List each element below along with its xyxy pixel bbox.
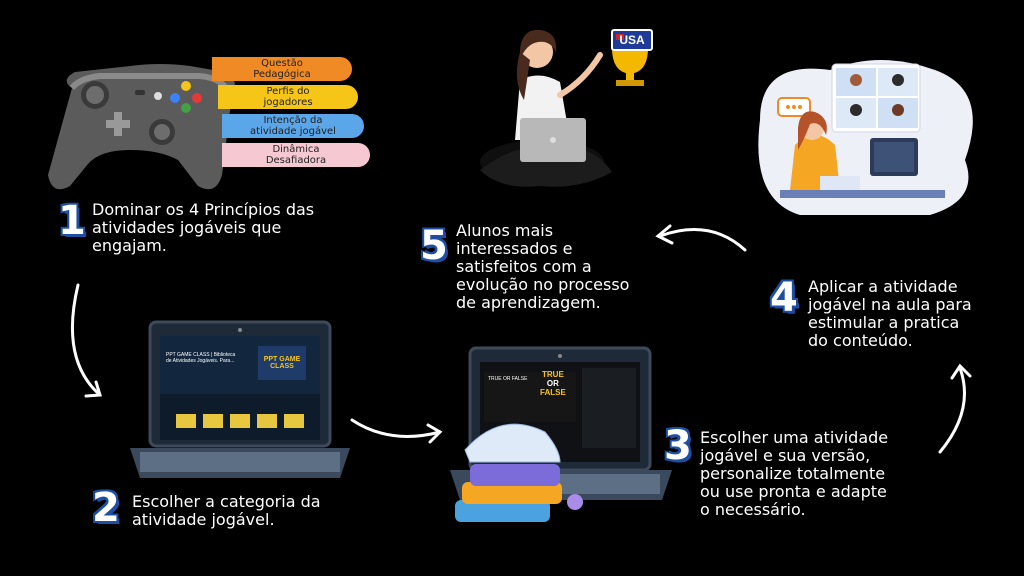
- step-3-line3: personalize totalmente: [700, 464, 886, 483]
- principle-line1: Perfis do: [266, 86, 310, 97]
- banner-true: TRUE: [542, 370, 564, 379]
- laptop1-title-line1: PPT GAME CLASS | Biblioteca: [166, 352, 236, 358]
- principle-tag-intention: Intenção da atividade jogável: [222, 114, 364, 138]
- step-3-line2: jogável e sua versão,: [700, 446, 871, 465]
- principle-tag-players: Perfis do jogadores: [218, 85, 358, 109]
- step-4-line2: jogável na aula para: [808, 295, 972, 314]
- step-5-line5: de aprendizagem.: [456, 293, 601, 312]
- step-3-line4: ou use pronta e adapte: [700, 482, 887, 501]
- principle-line1: Questão: [261, 58, 303, 69]
- step-1-text: Dominar os 4 Princípios das atividades j…: [92, 201, 314, 255]
- step-1-line1: Dominar os 4 Princípios das: [92, 200, 315, 219]
- online-class-illustration: [758, 60, 973, 215]
- flow-arrows: [70, 224, 972, 454]
- banner-or: OR: [546, 379, 559, 388]
- laptop1-banner: PPT GAME CLASS: [263, 356, 301, 370]
- laptop1-title-line2: de Atividades Jogáveis. Para...: [166, 358, 235, 364]
- step-5-number: 5: [420, 223, 448, 269]
- books-stack-icon: [455, 423, 583, 522]
- principle-line2: Desafiadora: [265, 155, 327, 166]
- principle-line2: Pedagógica: [253, 69, 311, 80]
- banner-false: FALSE: [540, 388, 566, 397]
- principle-line1: Dinâmica: [272, 144, 320, 155]
- step-3-line1: Escolher uma atividade: [700, 428, 889, 447]
- principle-line2: jogadores: [263, 97, 313, 108]
- step-4-line3: estimular a pratica: [808, 313, 960, 332]
- step-4-line4: do conteúdo.: [808, 331, 913, 350]
- arrow-4-to-5-head: [655, 224, 674, 245]
- step-4-number: 4: [770, 275, 798, 321]
- step-5-text: Alunos mais interessados e satisfeitos c…: [456, 222, 629, 312]
- step-1-number: 1: [58, 198, 86, 244]
- game-controller-icon: [48, 64, 235, 190]
- step-1-line3: engajam.: [92, 236, 167, 255]
- step-1-line2: atividades jogáveis que: [92, 218, 282, 237]
- laptop1-title: PPT GAME CLASS | Biblioteca de Atividade…: [166, 352, 235, 364]
- arrow-1-to-2-head: [84, 380, 102, 398]
- arrow-4-to-5: [658, 228, 747, 252]
- arrow-1-to-2: [70, 283, 102, 397]
- principle-tag-pedagogical: Questão Pedagógica: [212, 57, 352, 81]
- step-5-line1: Alunos mais: [456, 221, 554, 240]
- step-5-line2: interessados e: [456, 239, 573, 258]
- trophy-label: USA: [619, 33, 645, 47]
- student-with-trophy-illustration: [480, 29, 653, 187]
- step-5-line3: satisfeitos com a: [456, 257, 592, 276]
- step-4-line1: Aplicar a atividade: [808, 277, 958, 296]
- step-3-text: Escolher uma atividade jogável e sua ver…: [700, 429, 888, 519]
- principle-tag-challenge: Dinâmica Desafiadora: [222, 143, 370, 167]
- step-5-line4: evolução no processo: [456, 275, 630, 294]
- principle-line1: Intenção da: [263, 115, 323, 126]
- step-2-text: Escolher a categoria da atividade jogáve…: [132, 493, 321, 529]
- step-3-line5: o necessário.: [700, 500, 806, 519]
- laptop2-banner: TRUE OR FALSE: [540, 370, 566, 397]
- laptop-library-screenshot: [130, 320, 350, 478]
- arrow-3-to-4: [938, 366, 966, 454]
- step-3-number: 3: [664, 423, 692, 469]
- arrow-2-to-3: [350, 418, 442, 438]
- arrow-3-to-4-head: [950, 363, 972, 380]
- step-2-line2: atividade jogável.: [132, 510, 275, 529]
- laptop-game-screenshot: [450, 346, 672, 522]
- step-2-number: 2: [92, 485, 120, 531]
- principle-line2: atividade jogável: [250, 126, 336, 137]
- arrow-2-to-3-head: [426, 423, 443, 444]
- laptop2-game-title: TRUE OR FALSE: [488, 376, 528, 382]
- step-2-line1: Escolher a categoria da: [132, 492, 321, 511]
- step-4-text: Aplicar a atividade jogável na aula para…: [808, 278, 972, 350]
